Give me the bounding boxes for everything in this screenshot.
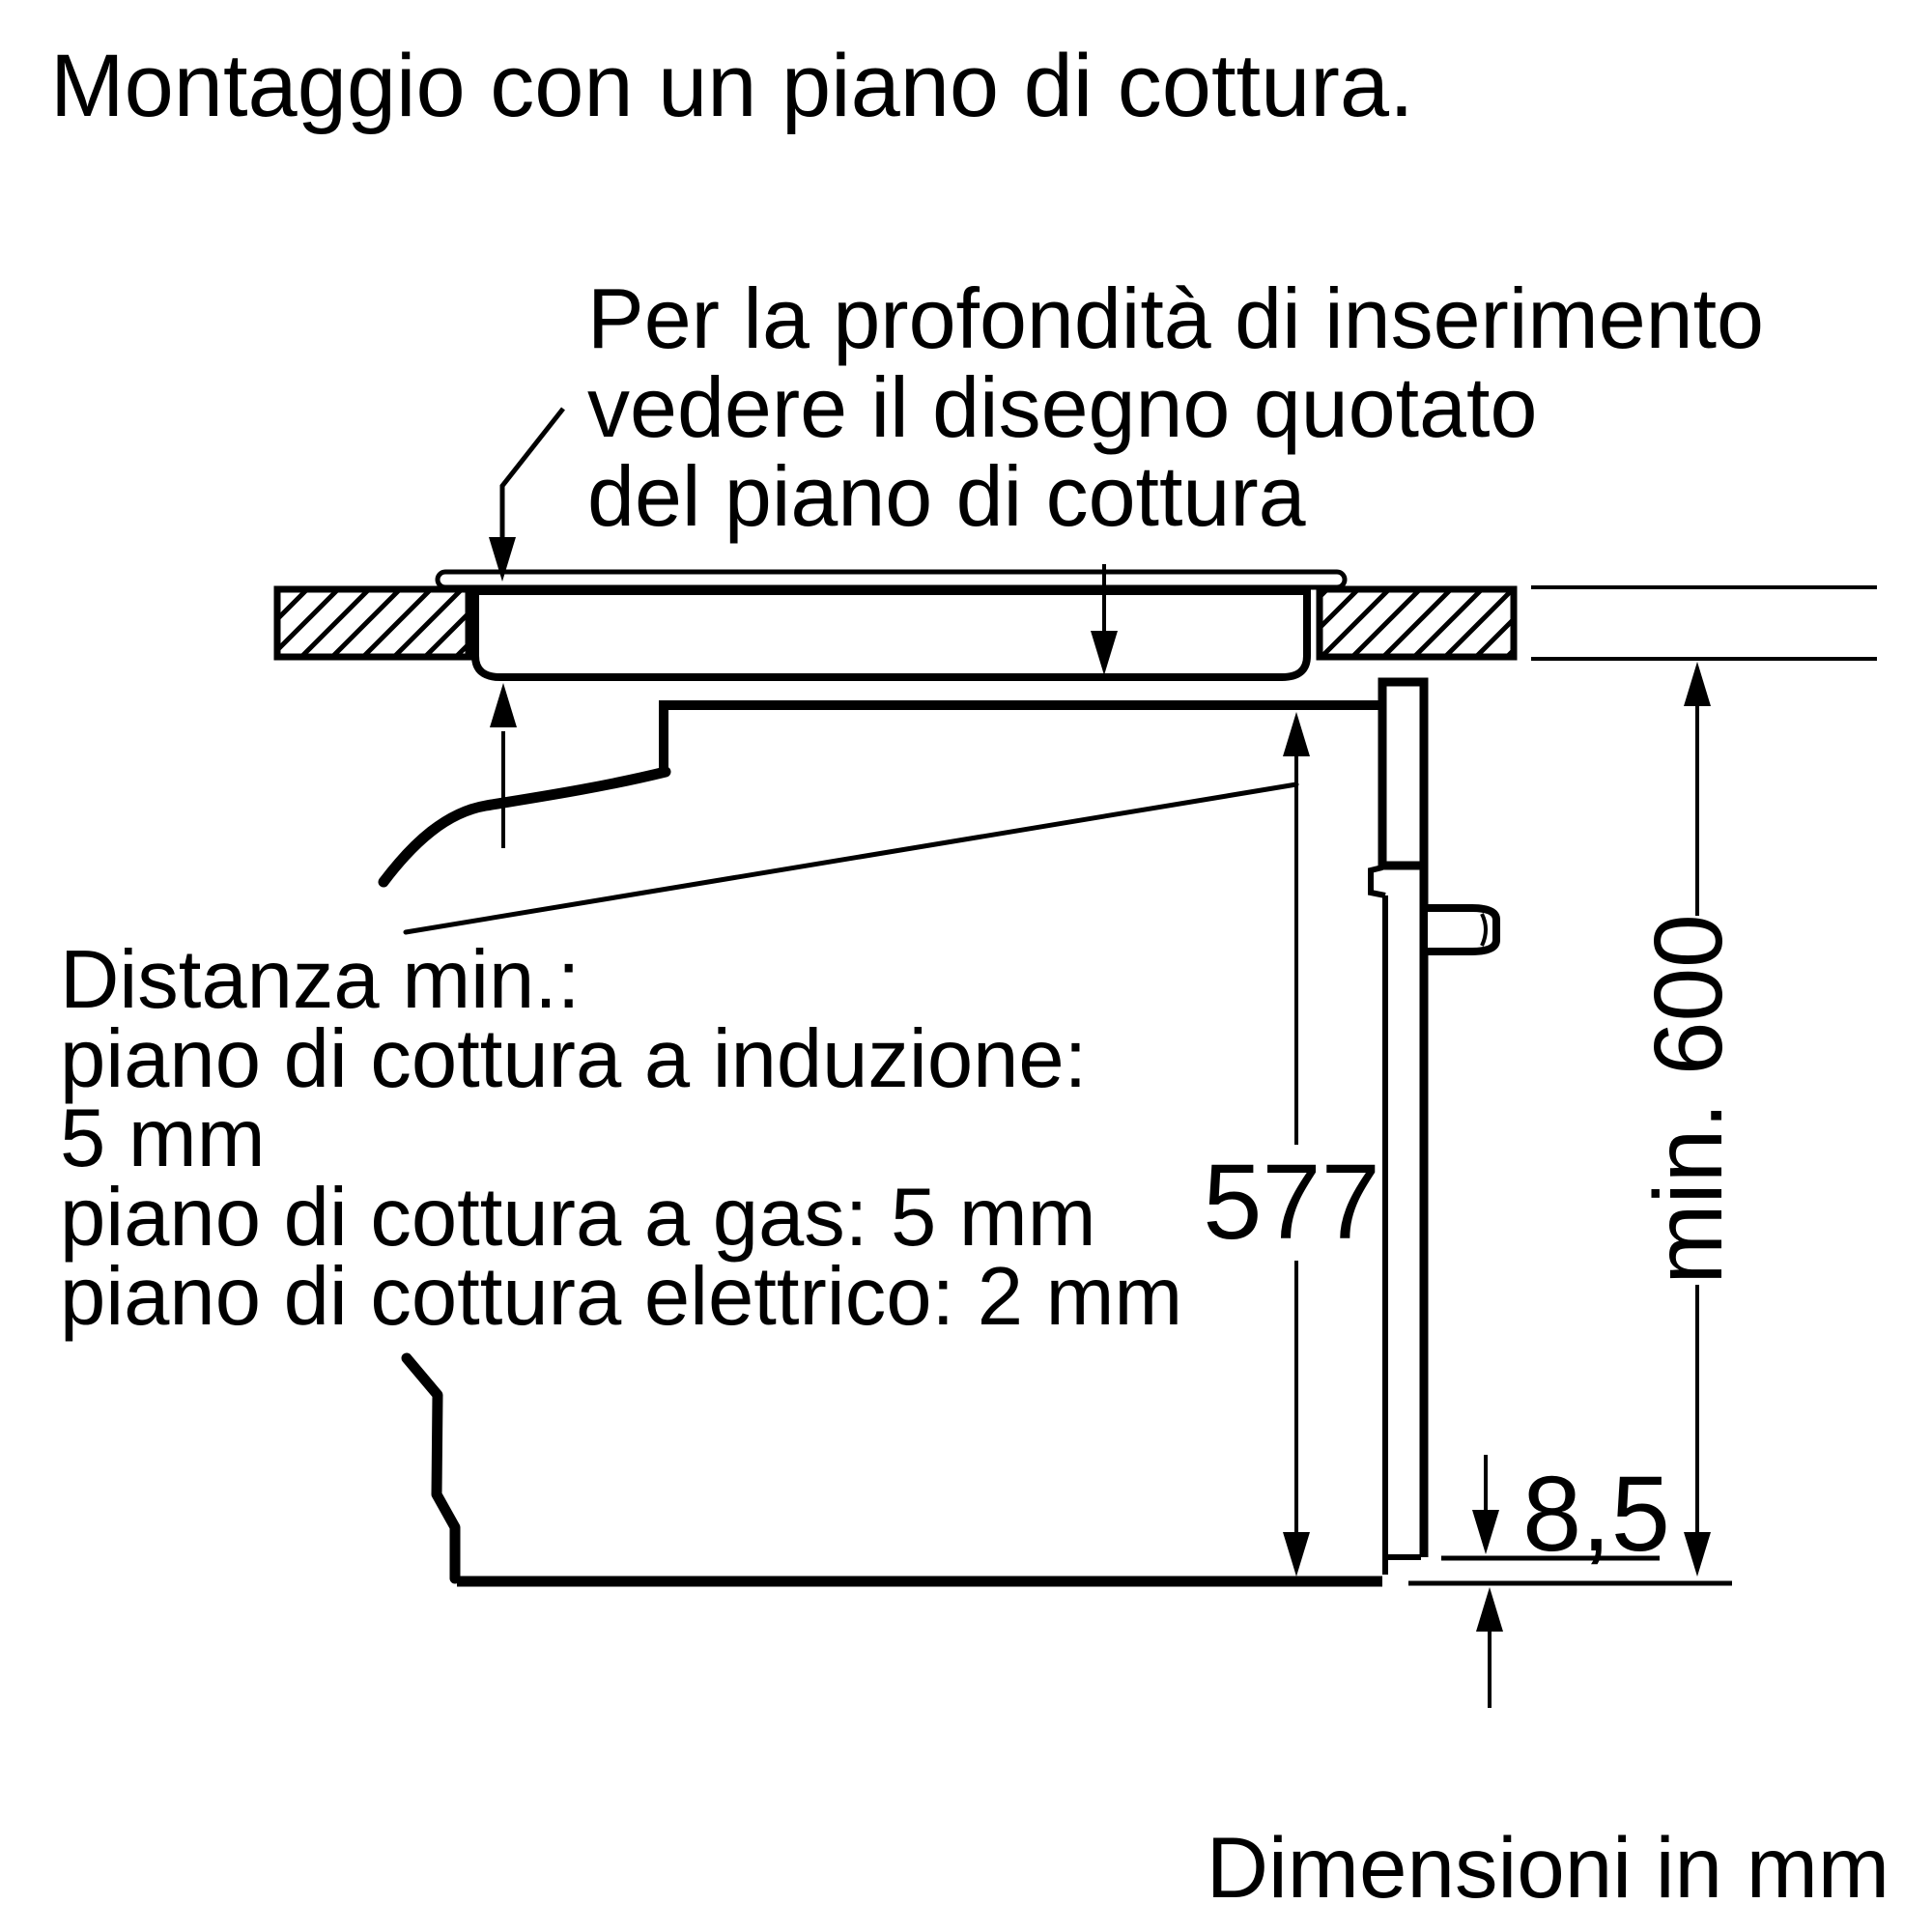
oven-bottom-break-edge	[401, 1352, 461, 1584]
oven-top-break-edge	[378, 766, 671, 888]
arrow-up-icon	[490, 683, 517, 727]
note-line-3: del piano di cottura	[587, 448, 1306, 544]
figure-title: Montaggio con un piano di cottura.	[50, 37, 1414, 135]
distance-note-line-5: piano di cottura elettrico: 2 mm	[60, 1251, 1182, 1343]
gap-leader-diagonal	[403, 781, 1299, 935]
note-leader-line	[499, 407, 565, 539]
worktop-section-right	[1316, 585, 1518, 661]
cooktop-body	[471, 587, 1311, 681]
oven-door-outline	[1378, 677, 1429, 1557]
arrow-down-icon	[1684, 1532, 1711, 1577]
arrow-down-icon	[489, 537, 516, 582]
note-line-1: Per la profondità di inserimento	[587, 270, 1764, 366]
distance-note-line-1: Distanza min.:	[60, 934, 581, 1026]
arrow-down-icon	[1472, 1510, 1499, 1554]
distance-note-line-4: piano di cottura a gas: 5 mm	[60, 1172, 1096, 1264]
dim-85-label: 8,5	[1522, 1455, 1670, 1574]
dim-min600-label: min. 600	[1634, 914, 1743, 1285]
distance-note-line-2: piano di cottura a induzione:	[60, 1013, 1087, 1105]
dim-577-label: 577	[1203, 1143, 1380, 1262]
arrow-up-icon	[1684, 662, 1711, 706]
oven-door-notch	[1368, 865, 1386, 898]
cooktop-glass	[435, 569, 1348, 590]
units-footer: Dimensioni in mm	[1207, 1819, 1889, 1916]
arrow-up-icon	[1476, 1587, 1503, 1632]
arrow-down-icon	[1283, 1532, 1310, 1577]
oven-knob	[1420, 904, 1500, 955]
note-line-2: vedere il disegno quotato	[587, 359, 1537, 455]
arrow-down-icon	[1091, 631, 1118, 675]
oven-knob-tip-arc	[1480, 913, 1488, 947]
arrow-up-icon	[1283, 712, 1310, 756]
distance-note-line-3: 5 mm	[60, 1093, 266, 1184]
worktop-section-left	[273, 585, 472, 661]
worktop-extension-lines	[1531, 585, 1877, 661]
